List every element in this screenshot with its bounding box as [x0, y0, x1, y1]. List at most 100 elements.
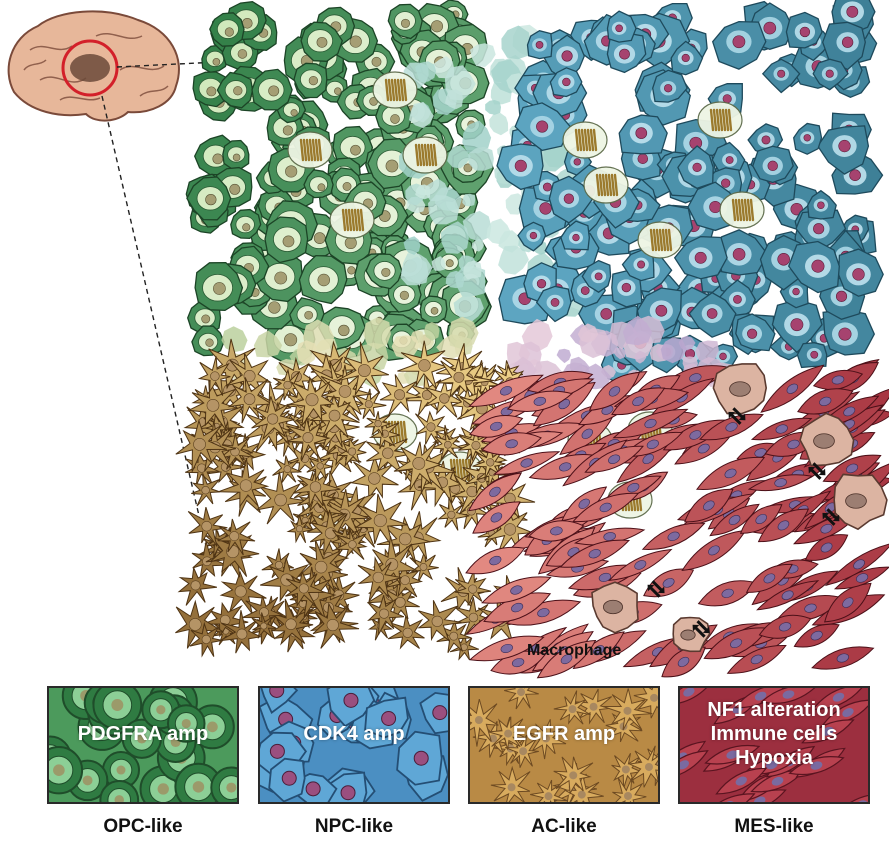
panel-cell-nucleus — [82, 775, 93, 786]
npc-cell — [496, 143, 544, 191]
mes-cell-nucleus — [781, 590, 794, 600]
opc-cell — [365, 253, 403, 290]
ac-cell-nucleus — [421, 389, 433, 401]
ac-cell — [217, 518, 256, 556]
panel-mes-like: NF1 alteration Immune cells Hypoxia — [678, 686, 870, 804]
mes-cell — [824, 582, 872, 623]
mes-cell-nucleus — [775, 424, 788, 434]
chromosome — [604, 173, 610, 197]
mes-cell — [481, 576, 552, 604]
panel-cell-nucleus — [544, 792, 553, 801]
transition-bubble — [462, 120, 492, 154]
npc-cell-nucleus — [732, 35, 746, 49]
ac-cell-nucleus — [201, 520, 212, 532]
chromosome — [746, 198, 752, 222]
panel-cell-nucleus — [507, 783, 516, 792]
ac-cell-nucleus — [314, 560, 328, 574]
ac-cell — [289, 375, 335, 427]
chromosome — [414, 143, 420, 167]
ac-cell-nucleus — [412, 456, 426, 470]
transition-bubble — [445, 270, 465, 289]
npc-cell-nucleus — [719, 352, 727, 361]
ac-cell-nucleus — [347, 447, 357, 456]
chromosome — [649, 228, 655, 252]
panel-cell-nucleus — [650, 693, 658, 702]
arrow-out — [826, 508, 840, 522]
ac-cell-nucleus — [503, 523, 517, 536]
opc-cell-nucleus — [229, 183, 241, 195]
mes-cell — [611, 387, 666, 416]
brain-gyrus — [59, 96, 101, 101]
mitotic-cell — [637, 221, 683, 259]
mes-cell-nucleus — [581, 428, 593, 439]
ac-cell-nucleus — [260, 622, 268, 630]
ac-cell — [285, 570, 325, 608]
ac-cell-nucleus — [418, 359, 431, 372]
opc-cell-nucleus — [316, 36, 328, 48]
npc-cell — [636, 287, 682, 333]
transition-bubble — [453, 296, 484, 323]
ac-cell — [272, 368, 304, 401]
ac-cell-nucleus — [283, 380, 292, 390]
panel-opc-like: PDGFRA amp — [47, 686, 239, 804]
mes-cell — [726, 645, 787, 674]
panel-cell-nucleus — [771, 776, 784, 786]
mes-cell-nucleus — [608, 386, 621, 397]
mes-cell-nucleus — [721, 588, 734, 598]
mes-like-texture — [680, 688, 868, 802]
opc-cell-nucleus — [350, 144, 361, 156]
chromosome — [308, 138, 314, 162]
mes-cell — [612, 408, 689, 439]
opc-cell-nucleus — [371, 56, 382, 67]
panel-ac-text: EGFR amp — [470, 722, 658, 746]
npc-cell — [837, 248, 884, 297]
panel-cell-nucleus — [754, 691, 767, 701]
mes-cell — [699, 413, 764, 441]
mes-cell-nucleus — [588, 549, 601, 559]
mes-cell-nucleus — [499, 386, 513, 396]
npc-cell — [752, 145, 794, 184]
panel-cell-nucleus — [381, 711, 397, 727]
mes-cell-nucleus — [505, 439, 518, 449]
transition-cell — [660, 337, 687, 364]
npc-cell — [517, 221, 547, 252]
transition-bubble — [440, 221, 469, 254]
opc-cell-nucleus — [205, 338, 214, 347]
opc-cell — [387, 276, 422, 313]
mes-cell — [472, 501, 521, 534]
opc-cell-nucleus — [338, 324, 350, 337]
transition-bubble — [415, 184, 430, 200]
npc-cell-nucleus — [594, 272, 603, 281]
ac-cell — [177, 566, 218, 606]
ac-cell — [202, 601, 249, 638]
macrophage-nucleus — [813, 433, 835, 449]
opc-cell-nucleus — [290, 109, 298, 117]
npc-cell-nucleus — [777, 69, 786, 78]
panel-mes-line-1: NF1 alteration — [707, 699, 841, 721]
opc-cell-nucleus — [274, 271, 288, 285]
ac-cell — [379, 374, 422, 416]
npc-cell — [787, 240, 840, 294]
npc-cell — [711, 141, 746, 179]
ac-cell-nucleus — [348, 540, 357, 549]
ac-cell — [437, 496, 470, 531]
ac-cell-nucleus — [236, 628, 248, 640]
ac-cell-nucleus — [379, 608, 390, 619]
panel-cell-nucleus — [269, 743, 285, 759]
panel-cell-nucleus — [842, 708, 854, 717]
npc-cell-nucleus — [655, 304, 668, 317]
transition-cell — [613, 347, 626, 360]
chromosome — [359, 208, 365, 232]
npc-cell-nucleus — [539, 202, 552, 215]
mes-cell-nucleus — [774, 478, 787, 488]
ac-cell — [251, 612, 277, 639]
npc-cell-nucleus — [621, 282, 632, 293]
mes-cell-nucleus — [804, 603, 817, 613]
npc-cell-nucleus — [600, 308, 612, 320]
mes-cell-nucleus — [608, 454, 621, 464]
panel-ac-line: EGFR amp — [512, 723, 616, 745]
chromosome — [721, 108, 727, 132]
ac-cell-nucleus — [295, 525, 303, 533]
mes-cell-nucleus — [778, 622, 792, 632]
mes-cell-nucleus — [819, 396, 832, 407]
